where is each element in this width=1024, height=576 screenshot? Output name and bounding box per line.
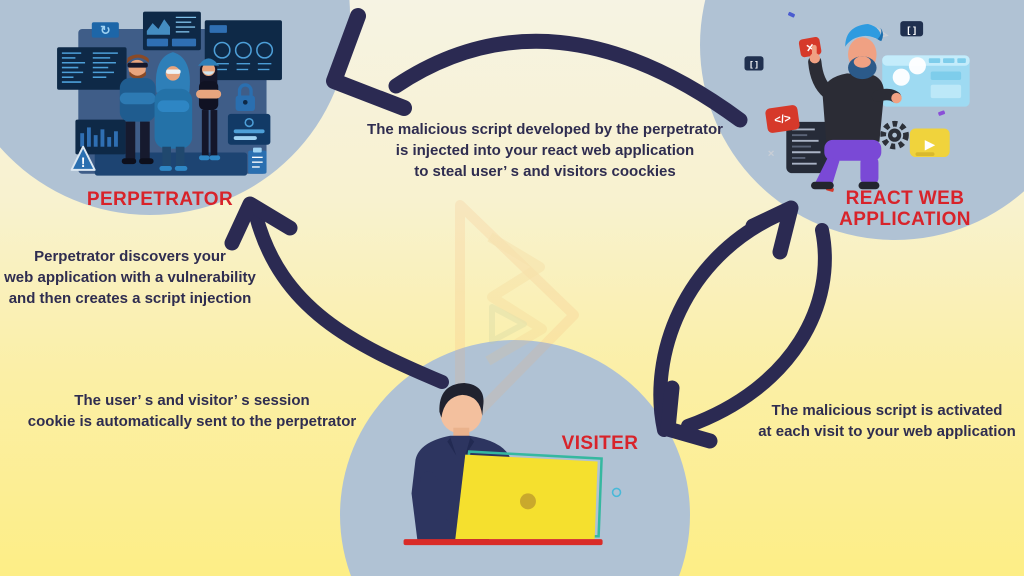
confetti-ring [611, 487, 622, 498]
bracket-badge-icon: [ ] [744, 56, 764, 71]
annotation-line: web application with a vulnerability [4, 269, 256, 286]
annotation-line: and then creates a script injection [8, 290, 252, 307]
hacker-female-figure [196, 58, 222, 161]
warning-icon: ! [70, 145, 96, 171]
svg-text:!: ! [81, 155, 86, 170]
confetti [938, 110, 946, 116]
svg-text:▶: ▶ [924, 137, 935, 151]
chart-screen [142, 11, 201, 51]
document-icon [248, 147, 267, 174]
react-app-label: REACT WEB APPLICATION [805, 188, 1005, 230]
confetti [787, 11, 795, 18]
arrow-react-to-perpetrator [326, 8, 748, 128]
code-block [786, 121, 834, 174]
arrow-visiter-to-react [653, 200, 799, 437]
hooded-hacker-figure [154, 52, 193, 171]
visiter-illustration [403, 382, 622, 546]
visiter-label: VISITER [561, 433, 639, 454]
video-player-icon: ▶ [909, 128, 950, 157]
perpetrator-label: PERPETRATOR [86, 189, 234, 210]
login-panel [227, 113, 271, 145]
annotation-line: cookie is automatically sent to the perp… [27, 413, 357, 430]
annotation-line: The user’ s and visitor’ s session [74, 392, 310, 409]
react-app-label-line2: APPLICATION [839, 209, 971, 230]
hacker-male-figure [119, 54, 156, 165]
browser-window [882, 55, 970, 107]
annotation-line: at each visit to your web application [758, 423, 1016, 440]
annotation-line: The malicious script is activated [771, 402, 1003, 419]
lock-icon [235, 83, 255, 111]
annotation-line: is injected into your react web applicat… [395, 142, 695, 159]
desk-edge [403, 539, 603, 546]
svg-text:✕: ✕ [805, 43, 816, 55]
annotation-injection: The malicious script developed by the pe… [345, 119, 745, 182]
svg-text:</>: </> [774, 113, 792, 127]
react-app-illustration: [ ] [ ] × ✕ [744, 11, 970, 192]
confetti-cross: × [768, 148, 775, 160]
bracket-badge-icon: [ ] [900, 21, 924, 37]
refresh-icon: ↻ [91, 22, 119, 38]
developer-figure [808, 24, 902, 190]
annotation-line: to steal user’ s and visitors coockies [414, 163, 676, 180]
analytics-screen [75, 119, 126, 155]
svg-text:[ ]: [ ] [750, 59, 758, 69]
annotation-line: Perpetrator discovers your [34, 248, 226, 265]
laptop [455, 450, 603, 540]
svg-text:[ ]: [ ] [907, 25, 916, 36]
annotation-line: The malicious script developed by the pe… [367, 121, 723, 138]
code-tag-icon: </> [765, 105, 800, 133]
perpetrator-illustration: ↻ [57, 11, 282, 176]
monitor-screen [204, 20, 282, 81]
gear-icon [880, 120, 909, 150]
react-app-label-line1: REACT WEB [845, 188, 965, 209]
annotation-activation: The malicious script is activated at eac… [751, 400, 1023, 442]
annotation-cookie-theft: The user’ s and visitor’ s session cooki… [10, 390, 374, 432]
svg-text:↻: ↻ [100, 24, 111, 38]
annotation-discovery: Perpetrator discovers your web applicati… [0, 246, 260, 309]
code-screen [57, 47, 127, 90]
arrow-visiter-to-perpetrator [224, 196, 449, 389]
